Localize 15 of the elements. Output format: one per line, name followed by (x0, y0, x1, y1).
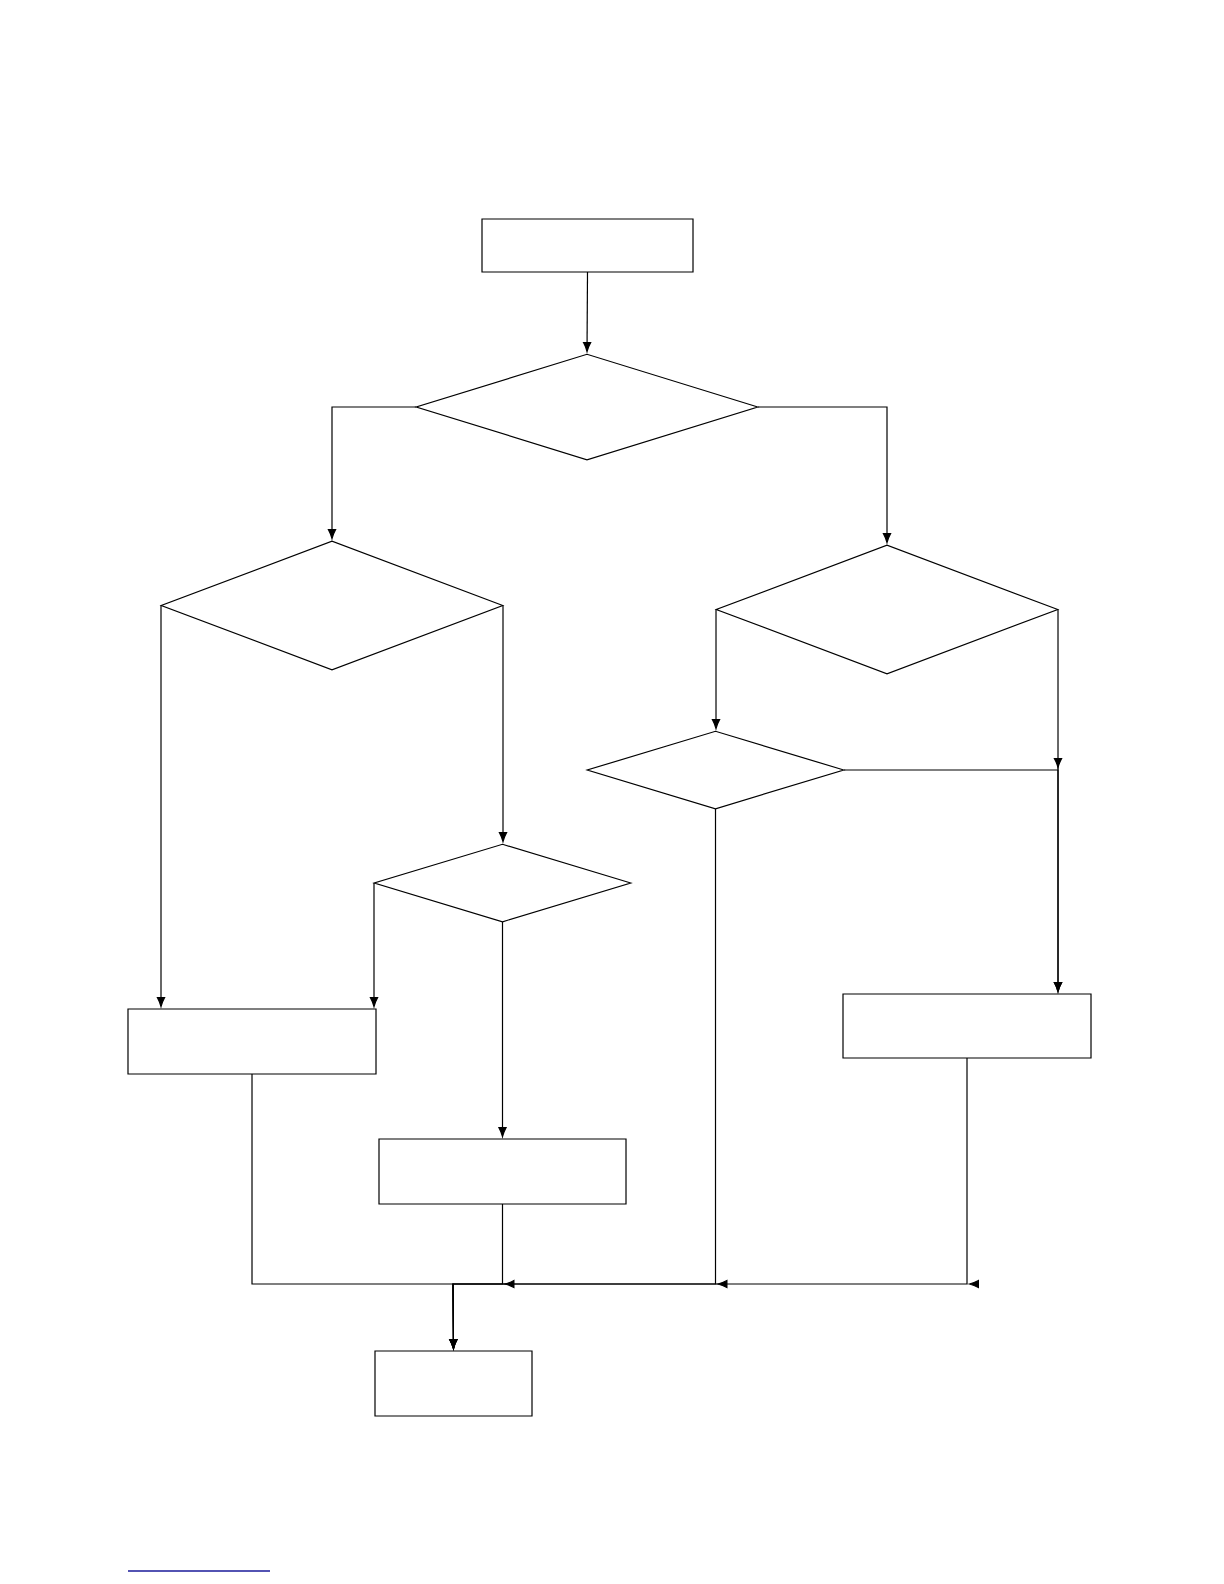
arrow (498, 604, 508, 843)
arrow (156, 604, 166, 1008)
process-box (842, 993, 1092, 1059)
arrow (369, 882, 379, 1008)
arrow (449, 1057, 979, 1350)
process-box (481, 218, 694, 273)
arrow (711, 608, 721, 730)
arrow (498, 921, 507, 1138)
arrow (327, 406, 417, 540)
process-box (374, 1350, 533, 1417)
arrow (757, 406, 892, 544)
arrow (843, 758, 1063, 993)
process-box (127, 1008, 377, 1075)
arrow (582, 271, 592, 353)
process-box (378, 1138, 627, 1205)
